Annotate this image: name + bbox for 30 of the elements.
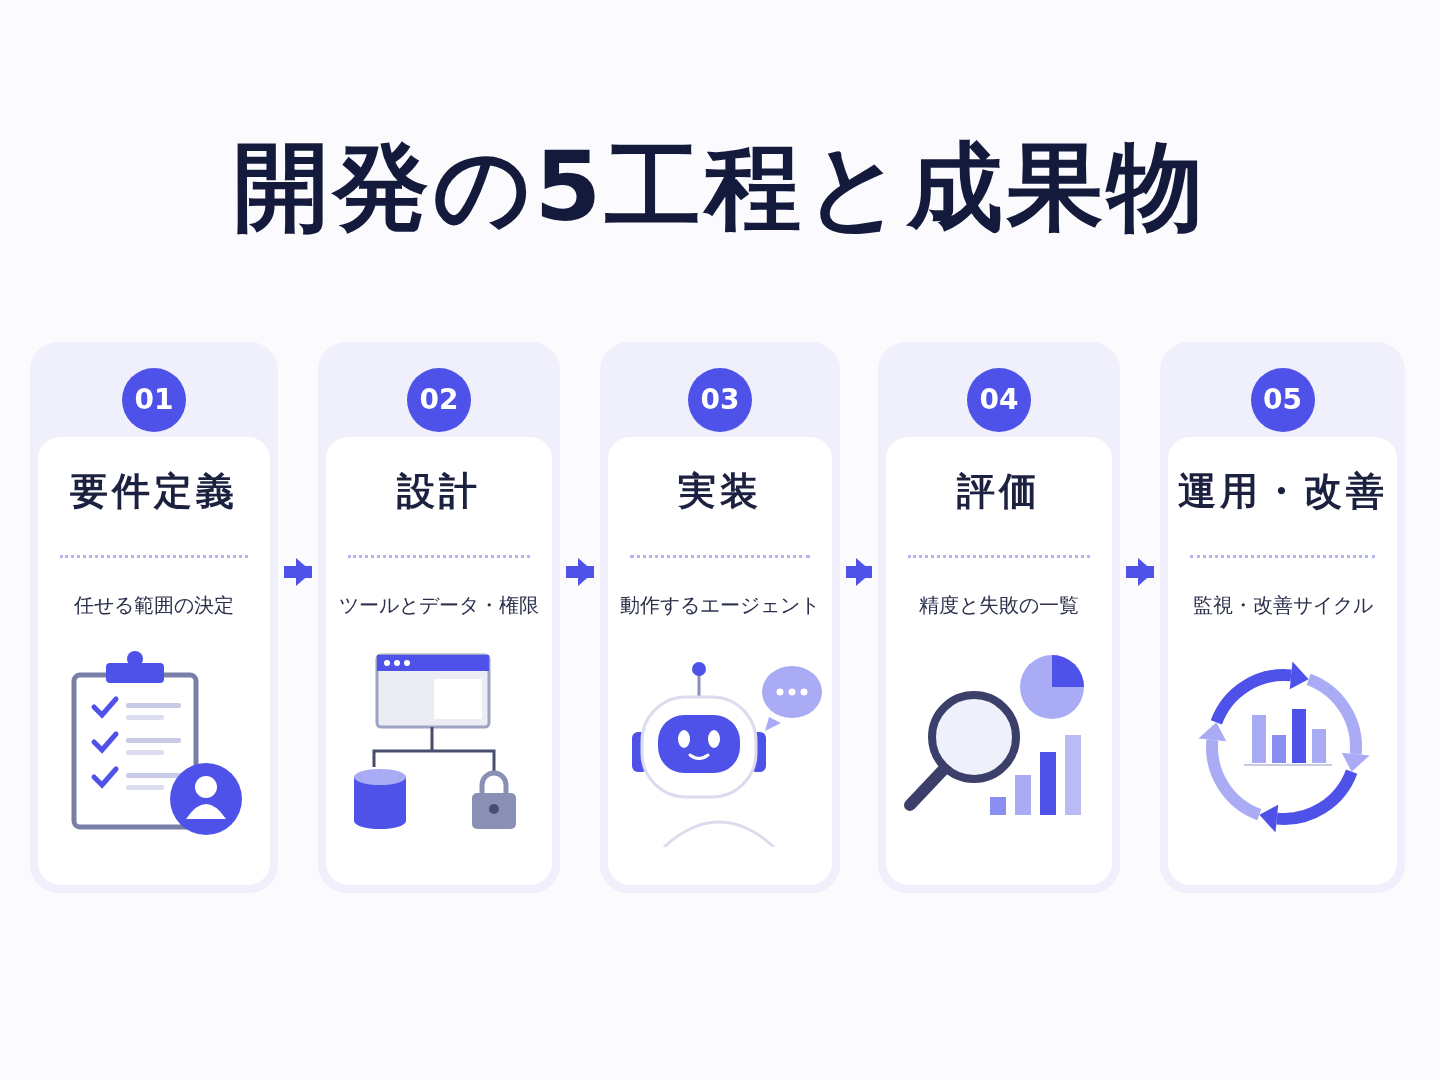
step-deliverable: 動作するエージェント (619, 592, 821, 618)
step-deliverable: 精度と失敗の一覧 (918, 592, 1080, 618)
step-title: 設計 (396, 469, 482, 515)
step-card (326, 437, 552, 885)
step-card (38, 437, 270, 885)
step-number-badge: 02 (407, 368, 471, 432)
step-number-badge: 03 (688, 368, 752, 432)
arrow (566, 558, 594, 586)
page-title: 開発の5工程と成果物 (231, 130, 1209, 245)
step-card (1168, 437, 1397, 885)
step-panel (1160, 342, 1405, 893)
step-panel (318, 342, 560, 893)
arrow (1126, 558, 1154, 586)
step-number-badge: 04 (967, 368, 1031, 432)
step-panel (878, 342, 1120, 893)
step-card (608, 437, 832, 885)
step-panel (600, 342, 840, 893)
step-number-badge: 01 (122, 368, 186, 432)
step-number-badge: 05 (1250, 368, 1315, 432)
arrow (846, 558, 872, 586)
step-title: 実装 (677, 469, 763, 515)
step-title: 評価 (956, 469, 1042, 515)
step-title: 運用・改善 (1176, 469, 1389, 515)
arrow (284, 558, 312, 586)
step-panel (30, 342, 278, 893)
step-deliverable: ツールとデータ・権限 (338, 592, 540, 618)
step-deliverable: 任せる範囲の決定 (73, 592, 235, 618)
step-deliverable: 監視・改善サイクル (1191, 592, 1374, 618)
step-title: 要件定義 (69, 469, 239, 515)
step-card (886, 437, 1112, 885)
